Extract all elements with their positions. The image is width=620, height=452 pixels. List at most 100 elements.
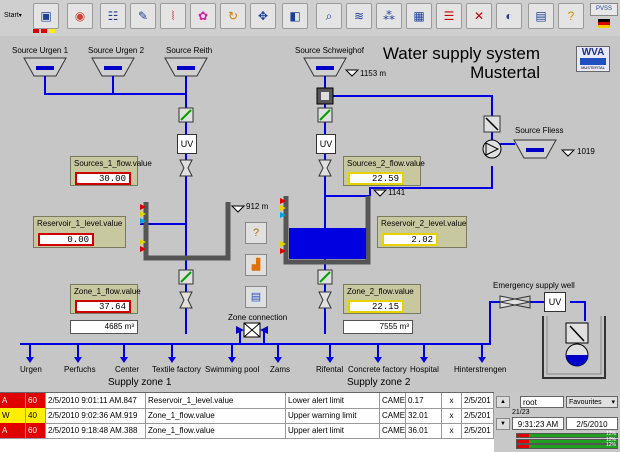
report-button[interactable]: ☰ (436, 3, 462, 29)
sources1-flow-panel[interactable]: Sources_1_flow.value 30.00 (70, 156, 152, 186)
sources1-flow-value: 30.00 (75, 172, 131, 185)
zone1-flow-panel[interactable]: Zone_1_flow.value 37.64 (70, 284, 141, 314)
color-button[interactable]: ✿ (190, 3, 216, 29)
reservoir2-elevation: 1141 (388, 188, 406, 197)
sources2-flow-panel[interactable]: Sources_2_flow.value 22.59 (343, 156, 425, 186)
cross-icon: ✕ (473, 9, 485, 23)
consumer-label: Textile factory (152, 365, 201, 374)
pencil-icon: ✎ (137, 9, 149, 23)
report-view-button[interactable]: ▤ (245, 286, 267, 308)
question-icon: ? (252, 227, 260, 239)
trend-view-button[interactable]: ▟ (245, 254, 267, 276)
arrows-icon: ✥ (257, 9, 269, 23)
trend-button[interactable]: ▦ (406, 3, 432, 29)
reservoir1-level-panel[interactable]: Reservoir_1_level.value 0.00 (33, 216, 126, 248)
alarm-panel-button[interactable]: ◉ (67, 3, 93, 29)
sources2-flow-value: 22.59 (348, 172, 404, 185)
gradient-button[interactable]: ◐ (496, 3, 522, 29)
consumer-label: Perfuchs (64, 365, 96, 374)
german-flag-icon[interactable] (598, 19, 610, 28)
consumer-label: Concrete factory (348, 365, 407, 374)
help-button[interactable]: ? (558, 3, 584, 29)
save-button[interactable]: ▤ (528, 3, 554, 29)
uv-disinfection-3[interactable]: UV (544, 292, 566, 312)
uv-disinfection-1[interactable]: UV (177, 134, 197, 154)
favourites-dropdown[interactable]: Favourites▾ (566, 396, 618, 408)
zone-connection-label: Zone connection (228, 313, 288, 322)
consumer-label: Hospital (410, 365, 439, 374)
info-button[interactable]: ? (245, 222, 267, 244)
refresh-button[interactable]: ↻ (220, 3, 246, 29)
edit-button[interactable]: ✎ (130, 3, 156, 29)
zone1-volume: 4685 m³ (70, 320, 138, 334)
source-reith-label: Source Reith (166, 46, 213, 55)
zone2-flow-panel[interactable]: Zone_2_flow.value 22.15 (343, 284, 421, 314)
help-icon: ? (567, 9, 575, 23)
navigate-button[interactable]: ✥ (250, 3, 276, 29)
reservoir2-level-panel[interactable]: Reservoir_2_level.value 2.02 (377, 216, 467, 248)
page-title: Water supply system Mustertal (382, 44, 540, 82)
layers-button[interactable]: ≋ (346, 3, 372, 29)
status-led (41, 29, 47, 33)
source-schweighof-label: Source Schweighof (295, 46, 364, 55)
chevron-down-icon: ▾ (18, 12, 22, 19)
source-urgen2-label: Source Urgen 2 (88, 46, 145, 55)
reservoir1-elevation: 912 m (246, 202, 269, 211)
resource-bar: 12% (516, 431, 618, 438)
cancel-button[interactable]: ✕ (466, 3, 492, 29)
consumer-label: Zams (270, 365, 290, 374)
report-icon: ☰ (443, 9, 455, 23)
resource-bar: 12% (516, 442, 618, 449)
temperature-button[interactable]: ⦚ (160, 3, 186, 29)
resource-bar-label: 12% (605, 442, 616, 448)
start-button[interactable]: Start▾ (4, 11, 22, 19)
alarm-table: A 60 2/5/2010 9:01:11 AM.847 Reservoir_1… (0, 392, 494, 452)
clock-date: 2/5/2010 (566, 417, 618, 430)
settings-button[interactable]: ☷ (100, 3, 126, 29)
chart-icon: ▟ (251, 259, 261, 271)
zone1-flow-value: 37.64 (75, 300, 131, 313)
resource-bar-label: 12% (605, 436, 616, 443)
triangle-up-icon: ▲ (500, 399, 506, 405)
zone2-volume: 7555 m³ (343, 320, 413, 334)
grid-icon: ⁂ (383, 9, 395, 23)
reservoir1-level-value: 0.00 (38, 233, 94, 246)
project-view-button[interactable]: ⁂ (376, 3, 402, 29)
scroll-up-button[interactable]: ▲ (496, 396, 510, 408)
clock-time: 9:31:23 AM (512, 417, 564, 430)
save-icon: ▤ (535, 9, 547, 23)
system-overview-button[interactable]: ▣ (33, 3, 59, 29)
thermometer-icon: ⦚ (171, 8, 175, 23)
source-urgen1-label: Source Urgen 1 (12, 46, 69, 55)
uv-disinfection-2[interactable]: UV (316, 134, 336, 154)
search-button[interactable]: ⌕ (316, 3, 342, 29)
consumer-label: Swimming pool (205, 365, 260, 374)
alarm-row[interactable]: A 60 2/5/2010 9:18:48 AM.388 Zone_1_flow… (0, 423, 494, 439)
triangle-down-icon: ▼ (500, 421, 506, 427)
toolbar: Start▾ ▣ ◉ ☷ ✎ ⦚ ✿ ↻ ✥ ◧ ⌕ ≋ ⁂ ▦ ☰ ✕ ◐ ▤… (0, 0, 620, 37)
pvss-badge: PVSS (590, 3, 618, 16)
reservoir2-level-value: 2.02 (382, 233, 438, 246)
scroll-down-button[interactable]: ▼ (496, 418, 510, 430)
consumer-label: Center (115, 365, 140, 374)
resource-bar: 12% (516, 436, 618, 444)
refresh-icon: ↻ (227, 9, 239, 23)
status-panel: ▲ ▼ 21/23 root Favourites▾ 9:31:23 AM 2/… (494, 392, 620, 451)
chevron-down-icon: ▾ (611, 399, 615, 406)
alarm-row[interactable]: A 60 2/5/2010 9:01:11 AM.847 Reservoir_1… (0, 393, 494, 409)
user-field: root (520, 396, 564, 408)
reservoir-2-tank (283, 196, 371, 265)
consumer-label: Hinterstrengen (454, 365, 507, 374)
resource-bar-label: 12% (605, 431, 616, 437)
settings-icon: ☷ (107, 9, 119, 23)
reservoir-1-tank (143, 202, 231, 261)
camera-button[interactable]: ◧ (282, 3, 308, 29)
status-led (49, 29, 55, 33)
alarm-row[interactable]: W 40 2/5/2010 9:02:36 AM.919 Zone_1_flow… (0, 408, 494, 424)
source-fliess-label: Source Fliess (515, 126, 564, 135)
status-led (33, 29, 39, 33)
layers-icon: ≋ (353, 9, 365, 23)
monitor-icon: ▣ (40, 9, 52, 23)
camera-icon: ◧ (289, 9, 301, 23)
emergency-well-shaft (542, 316, 606, 379)
